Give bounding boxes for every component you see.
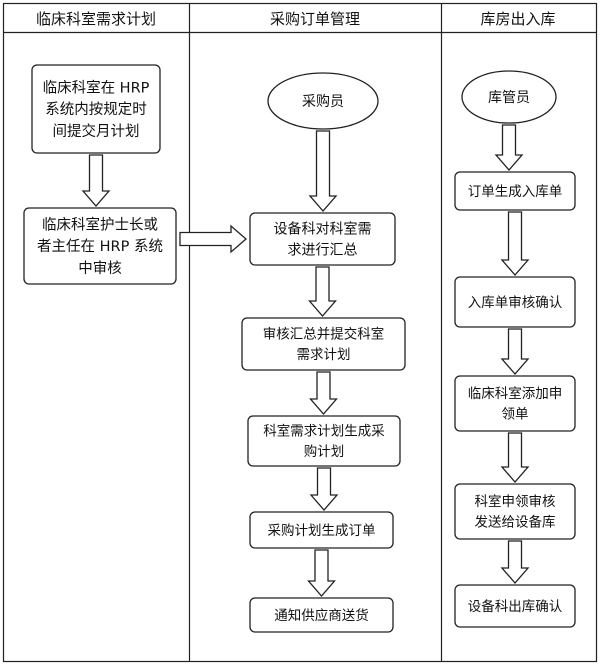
node-p3-label-line: 购计划 <box>304 444 345 460</box>
node-p3-box <box>247 415 401 467</box>
node-w0: 库管员 <box>461 70 557 124</box>
node-n1-label-line: 系统内按规定时 <box>45 101 147 118</box>
edges-layer <box>81 124 530 597</box>
node-w2-box <box>454 276 576 328</box>
flow-arrow-p1-p2 <box>308 266 337 317</box>
node-n2-label-line: 者主任在 HRP 系统 <box>37 238 163 255</box>
node-w1-label-line: 订单生成入库单 <box>468 184 563 200</box>
node-n2-label-line: 临床科室护士长或 <box>42 217 158 234</box>
node-w1-box <box>454 171 576 211</box>
node-p5-box <box>249 597 394 633</box>
node-w3-label-line: 领单 <box>502 407 529 423</box>
flow-arrow-n2-p1 <box>179 224 247 254</box>
node-n1-box <box>31 64 161 154</box>
flow-arrow-w2-w3 <box>500 328 530 375</box>
node-w5: 设备科出库确认 <box>454 584 576 628</box>
node-p0-label-line: 采购员 <box>302 94 344 110</box>
node-p1-label-line: 设备科对科室需 <box>274 221 372 238</box>
flow-arrow-n1-n2 <box>81 154 111 207</box>
node-p2-label-line: 审核汇总并提交科室 <box>263 326 385 343</box>
node-p5: 通知供应商送货 <box>249 597 394 633</box>
lane-title-warehouse: 库房出入库 <box>480 10 555 28</box>
node-n2-label-line: 中审核 <box>78 260 122 277</box>
node-w5-box <box>454 584 576 628</box>
node-w4-box <box>454 483 576 540</box>
lane-title-purchase: 采购订单管理 <box>270 10 360 28</box>
node-p0: 采购员 <box>267 72 379 130</box>
node-p3-label-line: 科室需求计划生成采 <box>263 423 385 440</box>
node-w1: 订单生成入库单 <box>454 171 576 211</box>
node-w0-ellipse <box>461 70 557 124</box>
node-w5-label-line: 设备科出库确认 <box>468 598 563 615</box>
node-n1-label-line: 临床科室在 HRP <box>43 80 150 97</box>
node-p2-label-line: 需求计划 <box>297 347 351 363</box>
flow-arrow-p2-p3 <box>309 371 338 415</box>
flow-arrow-p3-p4 <box>309 467 339 511</box>
lane-title-clinical: 临床科室需求计划 <box>36 10 156 28</box>
node-p4-box <box>249 511 394 549</box>
node-w2-label-line: 入库单审核确认 <box>468 295 563 311</box>
node-w4-label-line: 科室申领审核 <box>475 493 556 510</box>
diagram-frame <box>2 2 598 663</box>
flow-arrow-w3-w4 <box>500 432 530 483</box>
flow-arrow-w1-w2 <box>500 211 530 276</box>
node-w3-box <box>454 375 576 432</box>
node-p4: 采购计划生成订单 <box>249 511 394 549</box>
node-p2-box <box>241 317 406 371</box>
node-w2: 入库单审核确认 <box>454 276 576 328</box>
node-n1-label-line: 间提交月计划 <box>53 122 140 140</box>
node-p0-ellipse <box>267 72 379 130</box>
flow-arrow-p0-p1 <box>308 130 338 212</box>
node-n2-box <box>23 207 177 285</box>
flow-arrow-p4-p5 <box>307 549 336 597</box>
node-w0-label-line: 库管员 <box>488 90 530 106</box>
node-p4-label-line: 采购计划生成订单 <box>268 523 376 539</box>
flow-arrow-w4-w5 <box>500 540 530 584</box>
node-w3-label-line: 临床科室添加申 <box>468 385 563 402</box>
node-p1-box <box>249 212 396 266</box>
node-p5-label-line: 通知供应商送货 <box>274 607 369 624</box>
node-w4-label-line: 发送给设备库 <box>475 514 556 531</box>
flow-arrow-w0-w1 <box>494 124 524 171</box>
node-p1-label-line: 求进行汇总 <box>288 243 358 259</box>
